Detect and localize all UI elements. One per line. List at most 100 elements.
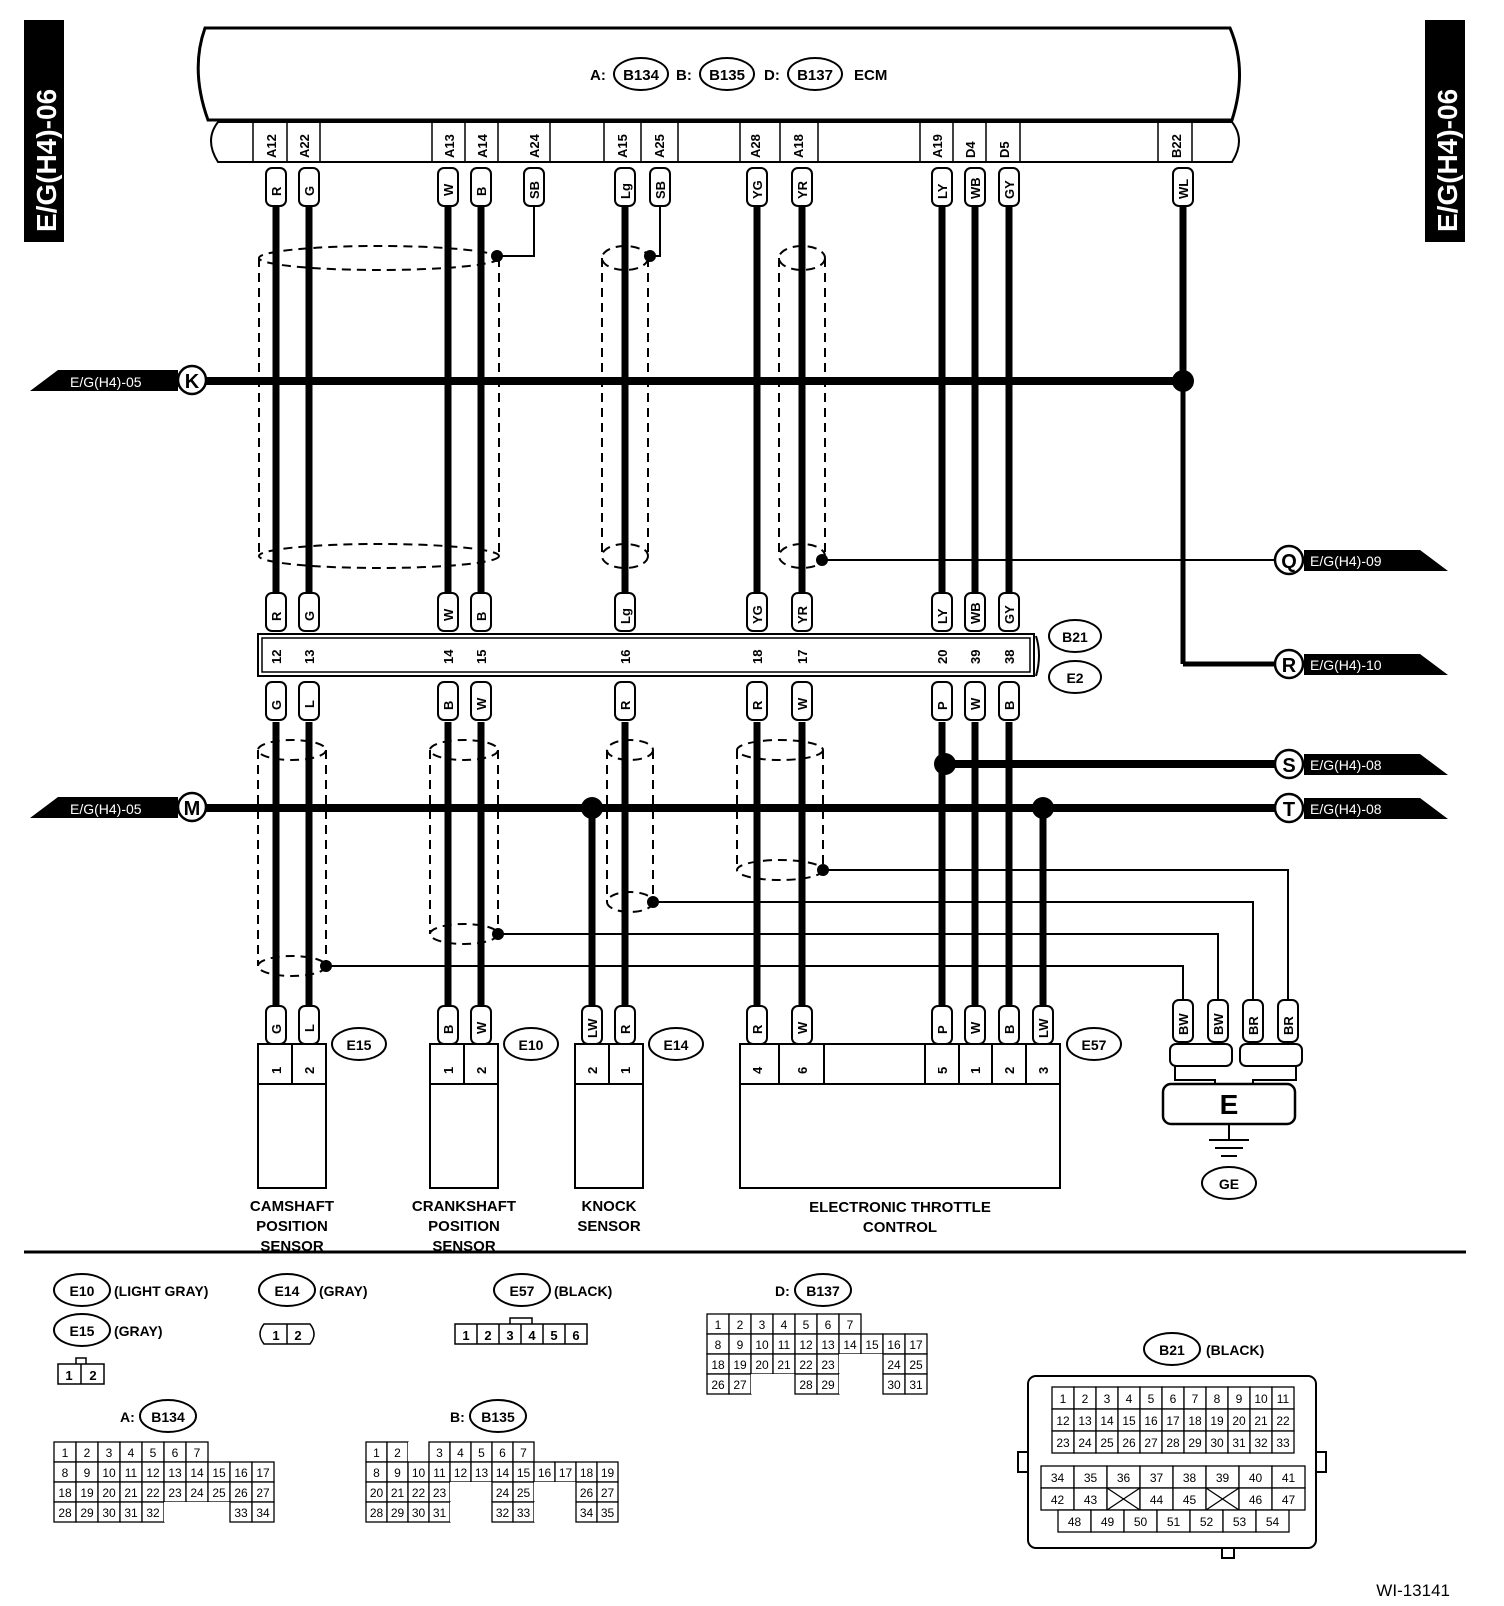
pin-number: 11 — [433, 1466, 446, 1480]
pin-number: 28 — [58, 1506, 72, 1520]
pin-number: 29 — [80, 1506, 94, 1520]
svg-text:BW: BW — [1176, 1013, 1191, 1035]
bus-lines — [206, 377, 1278, 812]
blank-pin-mark — [1106, 1487, 1141, 1511]
ecm-pin-a15: A15 — [615, 134, 630, 158]
pin-number: 4 — [128, 1446, 135, 1460]
svg-text:POSITION: POSITION — [256, 1218, 328, 1235]
svg-text:W: W — [474, 697, 489, 710]
pin-number: 9 — [737, 1338, 744, 1352]
svg-text:ECM: ECM — [854, 67, 887, 84]
pin-number: 9 — [394, 1466, 401, 1480]
pin-number: 3 — [759, 1318, 766, 1332]
pin-number: 43 — [1084, 1493, 1098, 1507]
pin-number: 27 — [733, 1378, 747, 1392]
pin-number: 22 — [799, 1358, 813, 1372]
pin-number: 26 — [234, 1486, 248, 1500]
svg-text:YR: YR — [795, 605, 810, 624]
svg-text:38: 38 — [1002, 650, 1017, 664]
pin-number: 49 — [1101, 1515, 1115, 1529]
svg-text:2: 2 — [302, 1067, 317, 1074]
pin-number: 53 — [1233, 1515, 1247, 1529]
ecm-wire-a25-color: SB — [653, 181, 668, 199]
svg-text:B: B — [474, 612, 489, 621]
pin-number: 31 — [909, 1378, 923, 1392]
legend: E10 (LIGHT GRAY) E15 (GRAY) 1 2 E14 (GRA… — [53, 1273, 1264, 1433]
ecm-wire-d4-color: WB — [968, 177, 983, 199]
pin-number: 23 — [433, 1486, 447, 1500]
pin-cell — [904, 1373, 928, 1395]
ecm-wire-a18-color: YR — [795, 180, 810, 199]
svg-text:GY: GY — [1002, 605, 1017, 624]
svg-text:R: R — [750, 1024, 765, 1034]
svg-text:B:: B: — [450, 1409, 465, 1425]
pin-number: 33 — [517, 1506, 531, 1520]
pin-number: 35 — [601, 1506, 615, 1520]
ecm-pin-a25: A25 — [652, 134, 667, 158]
svg-text:POSITION: POSITION — [428, 1218, 500, 1235]
pin-number: 14 — [496, 1466, 510, 1480]
svg-text:CONTROL: CONTROL — [863, 1219, 937, 1236]
svg-text:KNOCK: KNOCK — [582, 1198, 637, 1215]
pin-cell — [555, 1482, 576, 1502]
svg-text:2: 2 — [585, 1067, 600, 1074]
pin-number: 9 — [84, 1466, 91, 1480]
svg-text:E/G(H4)-06: E/G(H4)-06 — [31, 89, 62, 232]
pin-number: 24 — [496, 1486, 510, 1500]
svg-text:1: 1 — [65, 1368, 72, 1383]
svg-text:15: 15 — [474, 650, 489, 664]
pin-number: 4 — [457, 1446, 464, 1460]
ecm-wire-a28-color: YG — [750, 180, 765, 199]
pin-number: 7 — [520, 1446, 527, 1460]
pin-number: 25 — [212, 1486, 226, 1500]
svg-text:E/G(H4)-08: E/G(H4)-08 — [1310, 801, 1382, 817]
pin-number: 2 — [84, 1446, 91, 1460]
ref-r: R E/G(H4)-10 — [1273, 648, 1448, 680]
svg-text:R: R — [618, 700, 633, 710]
ecm-wire-a13-color: W — [441, 183, 456, 196]
pin-number: 23 — [821, 1358, 835, 1372]
pin-number: 14 — [843, 1338, 857, 1352]
pin-number: 39 — [1216, 1471, 1230, 1485]
svg-text:A:: A: — [590, 67, 606, 84]
pin-number: 16 — [887, 1338, 901, 1352]
crankshaft-sensor: 1 2 E10 CRANKSHAFT POSITION SENSOR — [412, 1027, 559, 1255]
pin-cell — [208, 1502, 230, 1522]
svg-text:E/G(H4)-10: E/G(H4)-10 — [1310, 657, 1382, 673]
pin-number: 16 — [1144, 1414, 1158, 1428]
pin-number: 38 — [1183, 1471, 1197, 1485]
ecm-pin-a14: A14 — [475, 133, 490, 158]
pin-number: 26 — [1122, 1436, 1136, 1450]
pin-number: 30 — [887, 1378, 901, 1392]
pin-number: 26 — [580, 1486, 594, 1500]
pin-number: 24 — [887, 1358, 901, 1372]
pin-cell — [408, 1442, 429, 1462]
pin-number: 22 — [412, 1486, 426, 1500]
svg-text:B: B — [1002, 1025, 1017, 1034]
junction-dots — [581, 370, 1194, 819]
ecm-pins: A12 A22 A13 A14 A24 A15 A25 A28 A18 A19 … — [252, 122, 1193, 162]
pin-cell — [861, 1354, 883, 1374]
pin-number: 1 — [373, 1446, 380, 1460]
pin-number: 13 — [475, 1466, 489, 1480]
pin-number: 7 — [847, 1318, 854, 1332]
pin-number: 5 — [1148, 1392, 1155, 1406]
ecm-pin-a28: A28 — [748, 134, 763, 158]
lower-shields — [257, 739, 824, 977]
pin-number: 21 — [1254, 1414, 1268, 1428]
svg-text:E/G(H4)-05: E/G(H4)-05 — [70, 374, 142, 390]
pin-number: 31 — [433, 1506, 447, 1520]
svg-text:P: P — [935, 1025, 950, 1034]
vertical-wires — [272, 205, 1187, 1010]
svg-text:1: 1 — [441, 1067, 456, 1074]
pin-number: 2 — [737, 1318, 744, 1332]
pin-number: 14 — [1100, 1414, 1114, 1428]
pin-number: 7 — [1192, 1392, 1199, 1406]
pin-number: 18 — [1188, 1414, 1202, 1428]
ecm-wire-b22-color: WL — [1176, 179, 1191, 199]
svg-text:E14: E14 — [664, 1037, 689, 1053]
pin-number: 20 — [755, 1358, 769, 1372]
